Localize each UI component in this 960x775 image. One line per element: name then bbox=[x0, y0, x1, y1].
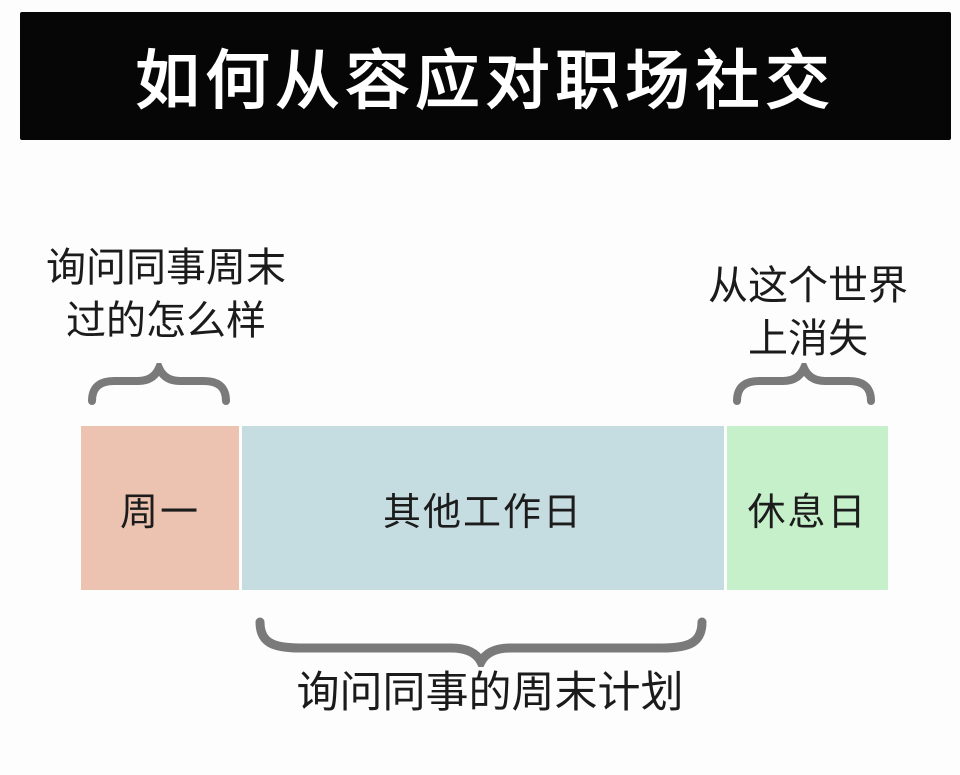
segment-other-weekdays-label: 其他工作日 bbox=[382, 491, 583, 534]
right-brace-icon bbox=[733, 363, 875, 405]
bottom-brace-icon bbox=[255, 615, 707, 667]
annotation-restday: 从这个世界 上消失 bbox=[662, 260, 954, 366]
segment-monday-label: 周一 bbox=[119, 491, 200, 534]
timeline-bar: 周一 其他工作日 休息日 bbox=[81, 426, 888, 590]
annotation-monday: 询问同事周末 过的怎么样 bbox=[20, 242, 312, 348]
annotation-restday-line2: 上消失 bbox=[748, 316, 868, 361]
segment-restday: 休息日 bbox=[727, 426, 888, 590]
title-banner: 如何从容应对职场社交 bbox=[20, 12, 951, 140]
annotation-monday-line2: 过的怎么样 bbox=[66, 298, 266, 343]
segment-other-weekdays: 其他工作日 bbox=[242, 426, 724, 590]
annotation-restday-line1: 从这个世界 bbox=[708, 264, 908, 308]
annotation-weekdays-text: 询问同事的周末计划 bbox=[296, 669, 684, 717]
segment-restday-label: 休息日 bbox=[747, 491, 868, 534]
segment-monday: 周一 bbox=[81, 426, 239, 590]
page-title: 如何从容应对职场社交 bbox=[135, 45, 836, 117]
annotation-weekdays: 询问同事的周末计划 bbox=[230, 668, 750, 720]
annotation-monday-line1: 询问同事周末 bbox=[46, 246, 286, 290]
left-brace-icon bbox=[88, 363, 230, 405]
